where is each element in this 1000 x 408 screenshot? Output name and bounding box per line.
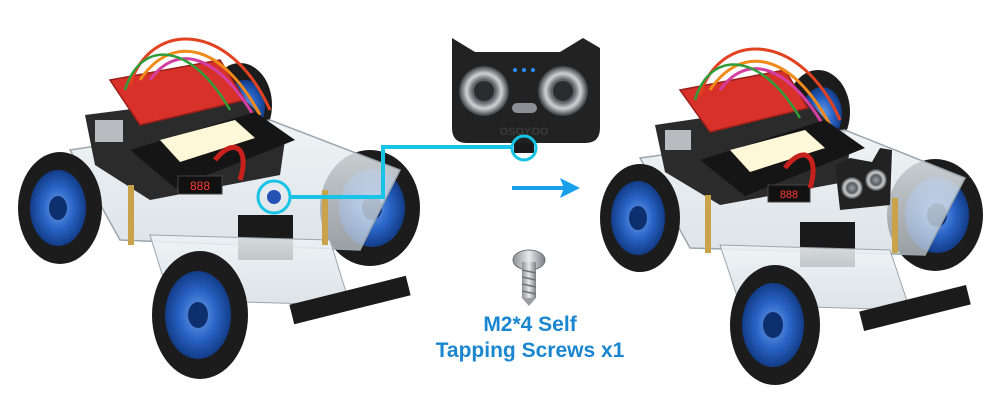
caption-line-2: Tapping Screws x1 <box>435 339 625 362</box>
mounted-sensor <box>835 148 892 210</box>
screw-caption: M2*4 Self Tapping Screws x1 <box>420 312 640 364</box>
svg-text:888: 888 <box>780 189 798 201</box>
wheel-left-side <box>18 152 102 264</box>
wheel-front-left-after <box>730 265 820 385</box>
sensor-emboss-text: OSOYOO <box>500 126 549 138</box>
callout-line <box>290 145 512 199</box>
robot-car-after: 888 <box>600 47 983 385</box>
caption-line-1: M2*4 Self <box>483 313 577 336</box>
usb-ports <box>95 120 123 142</box>
wheel-front-left <box>152 251 248 379</box>
ultrasonic-sensor-icon: OSOYOO <box>452 38 600 162</box>
screw-icon <box>512 249 546 306</box>
line-tracker <box>289 275 411 325</box>
robot-car-before: 888 <box>18 37 420 379</box>
svg-text:888: 888 <box>190 179 210 193</box>
wheel-left-side-after <box>600 164 680 272</box>
sensor-mount-highlight <box>510 134 538 162</box>
right-arrow-icon <box>512 178 580 198</box>
